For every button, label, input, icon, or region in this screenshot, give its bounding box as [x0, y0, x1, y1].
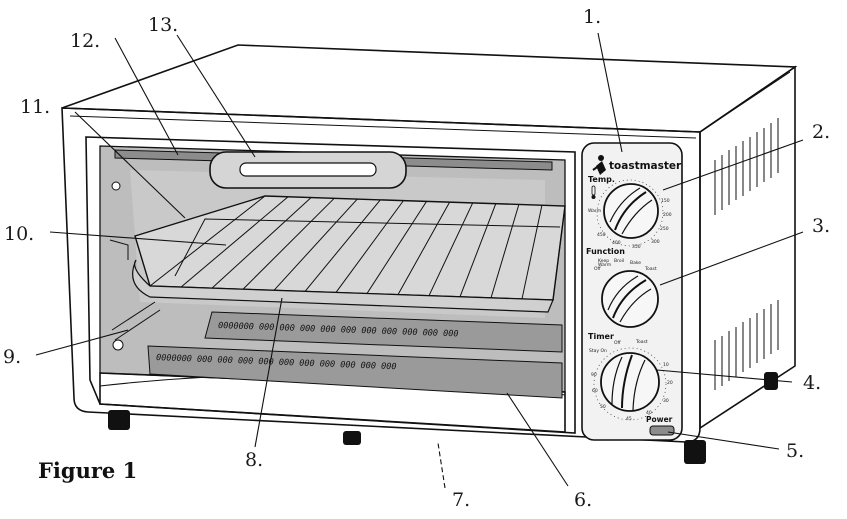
svg-text:Stay On: Stay On [589, 348, 607, 354]
rack-supports [109, 181, 161, 351]
brand-name: toastmaster [609, 160, 682, 172]
svg-text:Off: Off [594, 266, 602, 272]
timer-knob[interactable] [600, 352, 660, 412]
oven-rack [132, 195, 566, 313]
control-panel: toastmaster Temp. Warm 150 200 250 300 3… [581, 142, 683, 441]
svg-text:Warm: Warm [598, 262, 611, 268]
rack-wire [366, 201, 427, 294]
svg-text:Toast: Toast [644, 266, 657, 272]
svg-text:10: 10 [663, 362, 669, 368]
rack-wire [304, 199, 381, 292]
timer-label: Timer [588, 332, 614, 341]
svg-text:450: 450 [597, 232, 606, 238]
rack-wire [273, 198, 358, 291]
callout-10: 10. [4, 223, 34, 245]
svg-text:45: 45 [626, 416, 632, 422]
rack-wire [149, 195, 266, 287]
temp-scale: Warm 150 200 250 300 350 400 450 [588, 179, 672, 250]
callout-5: 5. [786, 440, 804, 462]
svg-text:Warm: Warm [588, 208, 601, 214]
toastmaster-logo-icon [592, 155, 606, 175]
callout-8: 8. [245, 449, 263, 471]
figure-caption: Figure 1 [38, 458, 137, 483]
callout-13: 13. [148, 14, 178, 36]
svg-text:400: 400 [612, 240, 621, 246]
leader-lines [35, 32, 804, 489]
rack-wire [459, 203, 497, 297]
svg-text:90: 90 [591, 372, 597, 378]
rack-wire [335, 200, 404, 293]
rack-wire [211, 197, 312, 289]
svg-text:Bake: Bake [630, 260, 641, 266]
svg-text:Off: Off [614, 340, 622, 346]
svg-text:300: 300 [651, 239, 660, 245]
callout-12: 12. [70, 30, 100, 52]
timer-scale: Stay On Off Toast 10 20 30 40 45 50 60 9… [589, 339, 673, 422]
callout-6: 6. [574, 489, 592, 511]
rack-wire [490, 204, 520, 298]
side-vents [714, 118, 779, 390]
rack-wire [552, 205, 566, 301]
rack-wire [180, 196, 289, 288]
callout-4: 4. [803, 372, 821, 394]
callout-labels: 1. 2. 3. 4. 5. 6. 7. 8. 9. 10. 11. 12. 1… [3, 6, 830, 511]
callout-7: 7. [452, 489, 470, 511]
svg-text:40: 40 [646, 410, 652, 416]
power-indicator-light [649, 425, 675, 436]
svg-text:350: 350 [632, 244, 641, 250]
svg-text:Toast: Toast [635, 339, 648, 345]
feet [108, 372, 778, 464]
callout-1: 1. [583, 6, 601, 28]
function-knob[interactable] [601, 270, 659, 328]
callout-11: 11. [20, 96, 50, 118]
power-label: Power [646, 415, 673, 424]
callout-9: 9. [3, 346, 21, 368]
door-handle [209, 151, 407, 189]
svg-text:50: 50 [600, 404, 606, 410]
function-label: Function [586, 247, 625, 256]
callout-3: 3. [812, 215, 830, 237]
svg-text:200: 200 [663, 212, 672, 218]
oven-body [61, 44, 798, 443]
svg-text:Keep: Keep [598, 258, 609, 264]
svg-text:250: 250 [660, 226, 669, 232]
thermometer-icon [591, 185, 596, 199]
rack-wire [521, 205, 543, 300]
temp-knob[interactable] [603, 183, 659, 239]
svg-text:Broil: Broil [614, 258, 624, 264]
temp-label: Temp. [588, 175, 615, 184]
svg-text:150: 150 [661, 198, 670, 204]
lower-heating-elements: 0000000 000 000 000 000 000 000 000 000 … [147, 311, 563, 399]
rack-wire [428, 202, 474, 296]
function-scale: Keep Warm Broil Bake Off Toast [594, 258, 657, 272]
svg-text:20: 20 [667, 380, 673, 386]
callout-2: 2. [812, 121, 830, 143]
svg-text:30: 30 [663, 398, 669, 404]
rack-wire [397, 201, 451, 295]
rack-wire [242, 197, 335, 290]
svg-text:60: 60 [592, 388, 598, 394]
